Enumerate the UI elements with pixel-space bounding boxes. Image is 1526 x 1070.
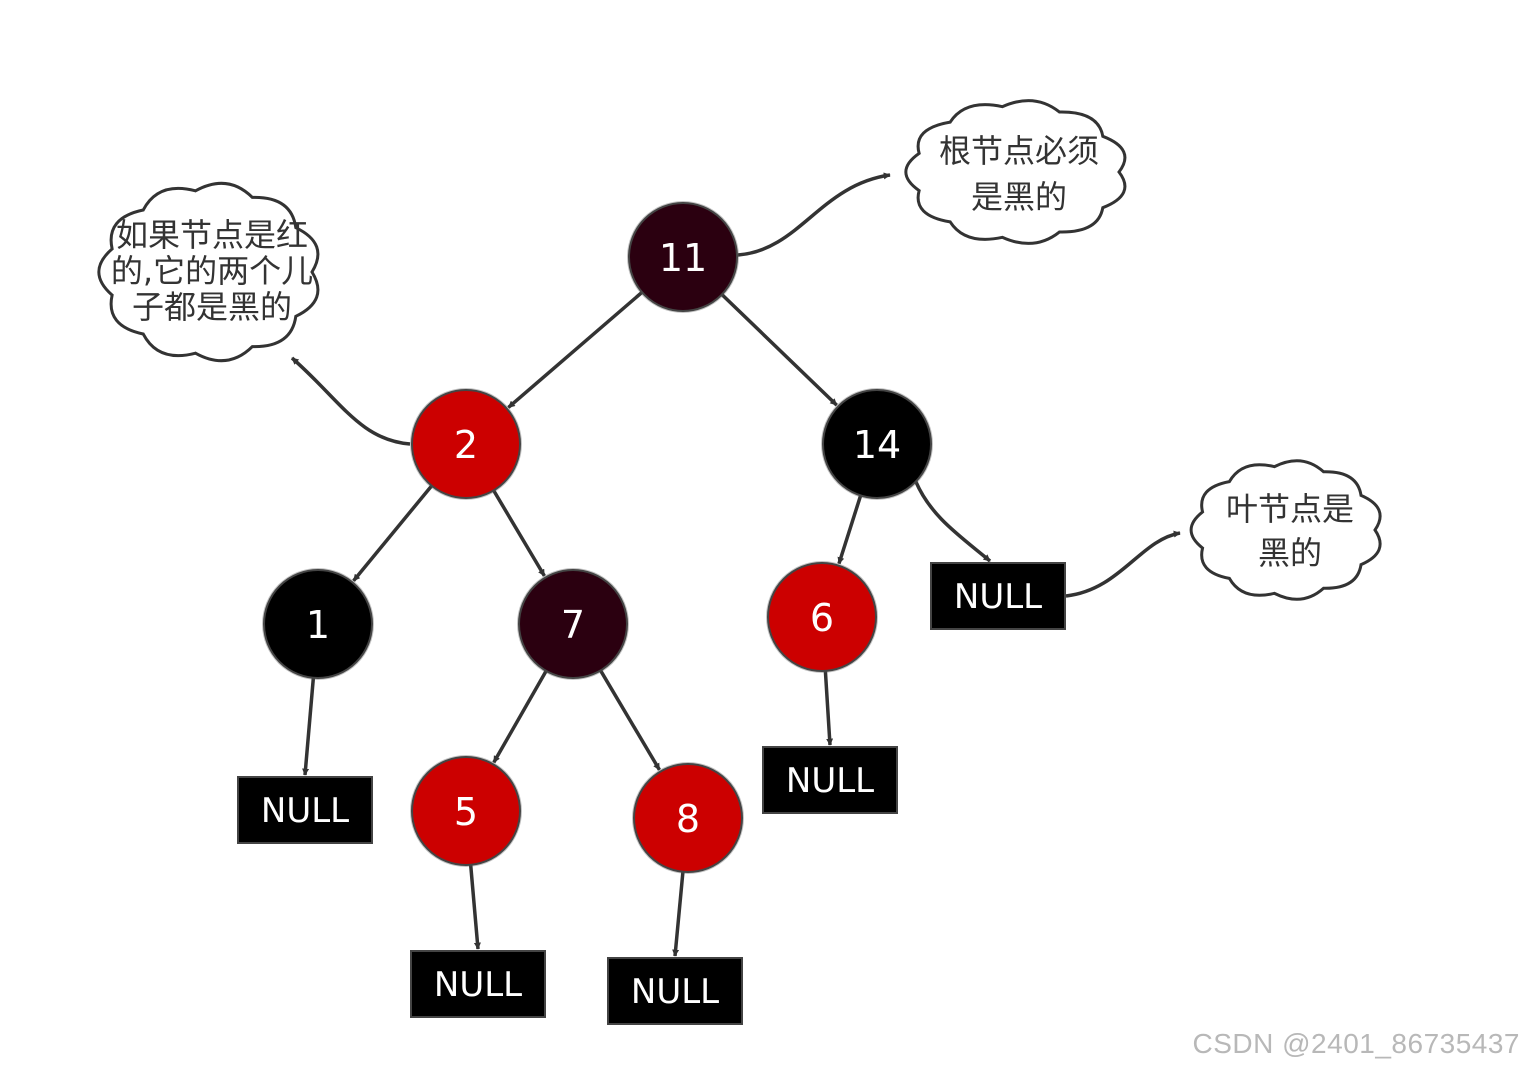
cloud-text-line: 是黑的 — [971, 178, 1067, 216]
edge-n14-null14 — [914, 480, 992, 563]
null-box — [410, 950, 546, 1018]
edges — [302, 290, 992, 957]
edge-n8-null8 — [672, 871, 685, 957]
edge-n5-null5 — [468, 864, 481, 950]
cloud-text-line: 如果节点是红 — [116, 216, 308, 254]
null-leaf-null6: NULL — [762, 746, 898, 814]
nodes: 11 2 14 1 7 6 5 8 — [262, 201, 933, 874]
connector-note-root — [737, 172, 891, 257]
node-label: 8 — [676, 797, 700, 841]
null-leaves: NULL NULL NULL NULL NULL — [237, 562, 1066, 1025]
null-leaf-null8: NULL — [607, 957, 743, 1025]
tree-node-11: 11 — [627, 201, 739, 313]
tree-node-2: 2 — [410, 388, 522, 500]
edge-n11-n14 — [720, 293, 838, 407]
tree-node-1: 1 — [262, 568, 374, 680]
node-circle — [263, 569, 373, 679]
null-leaf-null5: NULL — [410, 950, 546, 1018]
edge-n7-n5 — [492, 670, 548, 764]
cloud-text-line: 叶节点是 — [1226, 490, 1354, 528]
null-box — [762, 746, 898, 814]
edge-n1-null1 — [302, 677, 316, 776]
null-leaf-null1: NULL — [237, 776, 373, 844]
node-label: 1 — [306, 603, 330, 647]
null-label: NULL — [434, 965, 522, 1005]
cloud-text-line: 根节点必须 — [939, 132, 1099, 170]
cloud-text-line: 黑的 — [1258, 534, 1322, 572]
null-box — [930, 562, 1066, 630]
cloud-shape — [1189, 459, 1382, 601]
node-circle — [411, 389, 521, 499]
null-label: NULL — [261, 791, 349, 831]
node-circle — [518, 569, 628, 679]
edge-n2-n7 — [492, 489, 546, 577]
null-label: NULL — [954, 577, 1042, 617]
node-label: 2 — [454, 423, 478, 467]
edge-n14-n6 — [837, 494, 863, 565]
node-circle — [822, 389, 932, 499]
node-label: 7 — [561, 603, 585, 647]
tree-node-5: 5 — [410, 755, 522, 867]
edge-n7-n8 — [599, 669, 661, 771]
cloud-text-line: 子都是黑的 — [132, 288, 292, 326]
null-label: NULL — [786, 761, 874, 801]
node-circle — [767, 562, 877, 672]
edge-n6-null6 — [823, 670, 834, 746]
edge-n2-n1 — [352, 484, 434, 582]
tree-node-8: 8 — [632, 762, 744, 874]
null-box — [237, 776, 373, 844]
null-box — [607, 957, 743, 1025]
node-circle — [628, 202, 738, 312]
tree-node-14: 14 — [821, 388, 933, 500]
null-label: NULL — [631, 972, 719, 1012]
node-circle — [411, 756, 521, 866]
node-label: 14 — [853, 423, 901, 467]
node-label: 11 — [659, 236, 707, 280]
cloud-text-line: 的,它的两个儿 — [111, 252, 313, 290]
watermark: CSDN @2401_86735437 — [1192, 1028, 1520, 1059]
connector-note-leaf — [1065, 530, 1181, 598]
node-label: 6 — [810, 596, 834, 640]
tree-node-7: 7 — [517, 568, 629, 680]
tree-node-6: 6 — [766, 561, 878, 673]
connector-note-red — [290, 356, 411, 446]
node-circle — [633, 763, 743, 873]
node-label: 5 — [454, 790, 478, 834]
null-leaf-null14: NULL — [930, 562, 1066, 630]
edge-n11-n2 — [507, 290, 644, 409]
cloud-shape — [904, 99, 1127, 245]
cloud-shape — [97, 181, 320, 363]
